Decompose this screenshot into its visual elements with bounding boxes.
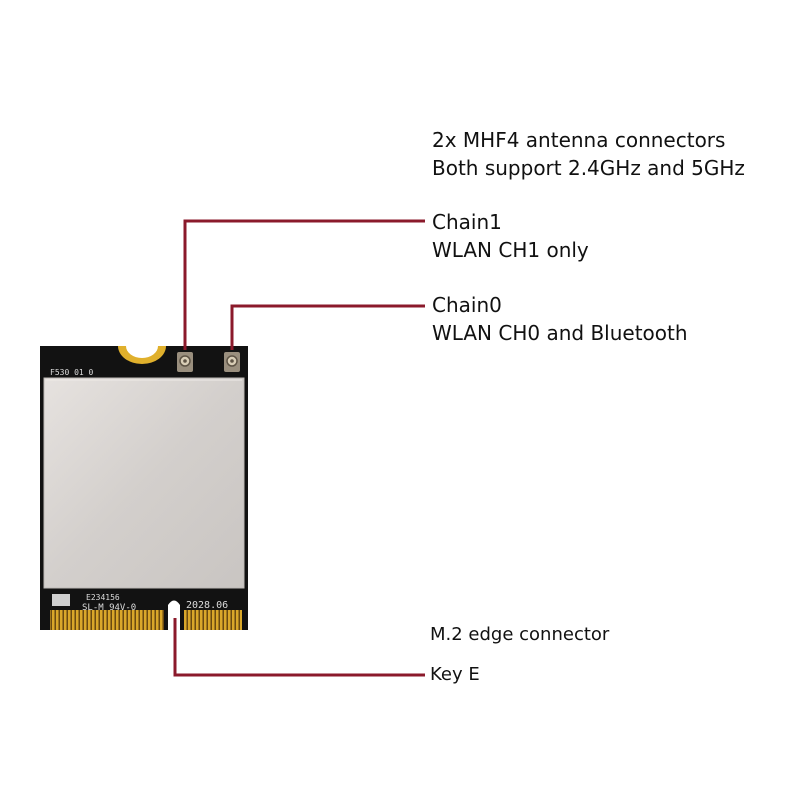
edge-fingers-right bbox=[184, 610, 242, 630]
chain0-leader-line bbox=[230, 304, 425, 350]
chain0-desc: WLAN CH0 and Bluetooth bbox=[432, 321, 688, 345]
edge-fingers-left bbox=[50, 610, 164, 630]
key-e-label: Key E bbox=[430, 664, 480, 685]
chain1-leader-line bbox=[183, 219, 425, 350]
rf-shield bbox=[43, 377, 245, 589]
key-e-leader-line bbox=[173, 618, 425, 677]
logo-block bbox=[52, 594, 70, 606]
chain0-label: Chain0 WLAN CH0 and Bluetooth bbox=[432, 291, 688, 347]
heading-line1: 2x MHF4 antenna connectors bbox=[432, 128, 726, 152]
edge-connector-label: M.2 edge connector bbox=[430, 624, 610, 645]
chain1-label: Chain1 WLAN CH1 only bbox=[432, 208, 589, 264]
pcb-marking-line1: E234156 bbox=[86, 593, 120, 602]
chain1-desc: WLAN CH1 only bbox=[432, 238, 589, 262]
chain1-title: Chain1 bbox=[432, 210, 502, 234]
pcb-marking-date: 2028.06 bbox=[186, 600, 228, 611]
pcb-marking-line2: SL-M 94V-0 bbox=[82, 603, 136, 613]
chain0-connector bbox=[224, 352, 240, 372]
heading-line2: Both support 2.4GHz and 5GHz bbox=[432, 156, 745, 180]
m2-card: F530 01 0 E234156 SL-M 94V-0 2028.06 bbox=[40, 346, 248, 630]
chain0-title: Chain0 bbox=[432, 293, 502, 317]
pcb-marking-top: F530 01 0 bbox=[50, 368, 94, 377]
heading-label: 2x MHF4 antenna connectors Both support … bbox=[432, 126, 745, 182]
chain1-connector bbox=[177, 352, 193, 372]
